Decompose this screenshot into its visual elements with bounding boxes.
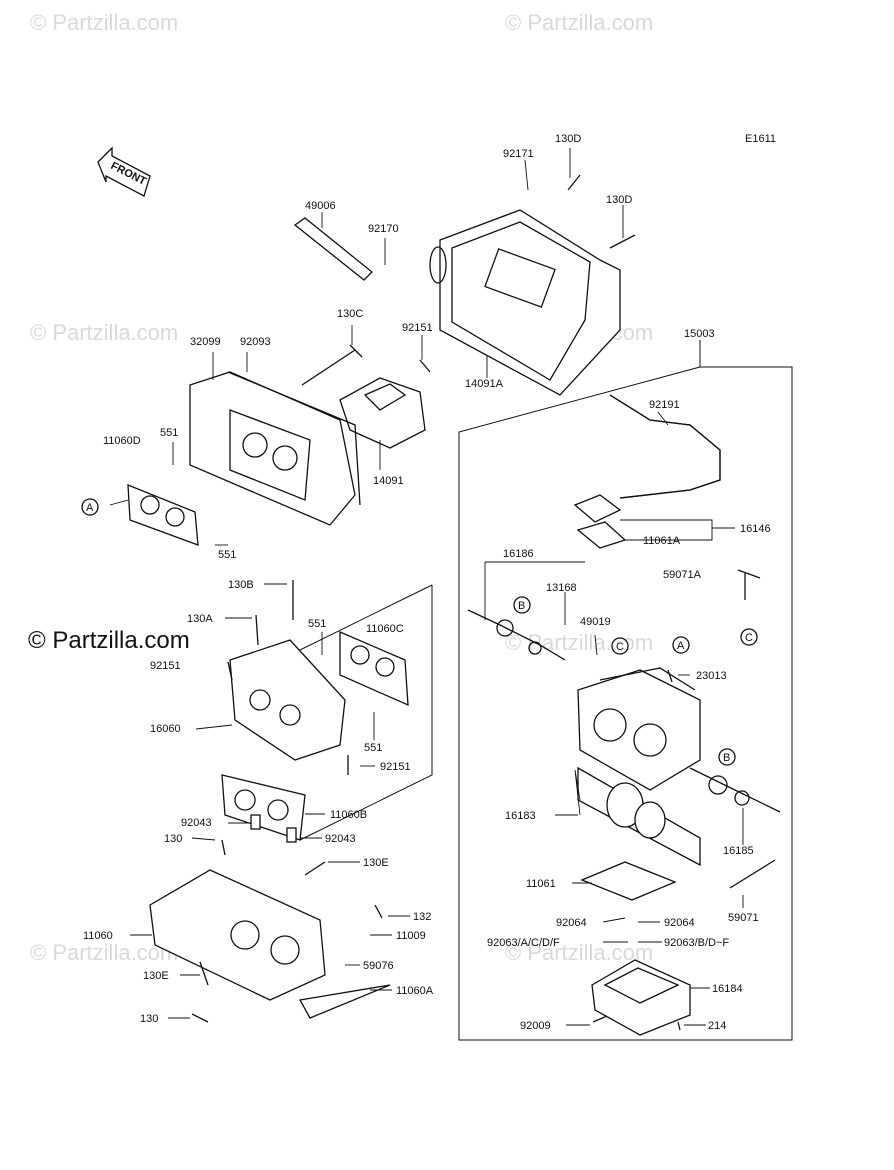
callouts: A B C B C A bbox=[81, 498, 758, 766]
gasket-11060d bbox=[127, 484, 199, 546]
fitting-59071a bbox=[737, 569, 761, 600]
carburetor-body bbox=[577, 667, 701, 791]
part-label[interactable]: 130B bbox=[228, 579, 254, 591]
callout-b: B bbox=[718, 748, 736, 766]
watermark: © Partzilla.com bbox=[505, 10, 653, 35]
watermark-main: © Partzilla.com bbox=[28, 627, 190, 654]
part-label[interactable]: 16186 bbox=[503, 548, 534, 560]
part-label[interactable]: 551 bbox=[160, 427, 178, 439]
callout-b: B bbox=[513, 596, 531, 614]
part-label[interactable]: 130A bbox=[187, 613, 213, 625]
watermark: © Partzilla.com bbox=[30, 320, 178, 345]
part-label[interactable]: 32099 bbox=[190, 336, 221, 348]
watermark: © Partzilla.com bbox=[505, 630, 653, 655]
part-label[interactable]: 11060D bbox=[103, 435, 141, 447]
plate-16146 bbox=[573, 494, 627, 549]
part-label[interactable]: 11009 bbox=[396, 930, 426, 942]
assembly-frames bbox=[299, 340, 793, 1041]
part-label[interactable]: 130E bbox=[363, 857, 389, 869]
part-label[interactable]: 16185 bbox=[723, 845, 754, 857]
part-label[interactable]: 11060 bbox=[83, 930, 113, 942]
lower-manifold bbox=[149, 869, 391, 1019]
leader-lines bbox=[109, 148, 744, 1026]
svg-text:A: A bbox=[86, 502, 94, 514]
part-label[interactable]: 92170 bbox=[368, 223, 399, 235]
watermark: © Partzilla.com bbox=[505, 940, 653, 965]
part-label[interactable]: 11060A bbox=[396, 985, 434, 997]
part-label[interactable]: 13168 bbox=[546, 582, 577, 594]
part-label[interactable]: 49019 bbox=[580, 616, 611, 628]
part-label[interactable]: 92043 bbox=[325, 833, 356, 845]
part-label[interactable]: 11060C bbox=[366, 623, 404, 635]
part-labels: 130D 92171 130D 49006 92170 130C 92151 1… bbox=[83, 133, 771, 1032]
part-label[interactable]: 132 bbox=[413, 911, 431, 923]
part-label[interactable]: 92009 bbox=[520, 1020, 551, 1032]
part-label[interactable]: 92063/B/D~F bbox=[664, 937, 729, 949]
part-label[interactable]: 11060B bbox=[330, 809, 367, 821]
part-label[interactable]: 59076 bbox=[363, 960, 394, 972]
svg-text:C: C bbox=[745, 632, 753, 644]
callout-c: C bbox=[611, 637, 629, 655]
part-label[interactable]: 130E bbox=[143, 970, 169, 982]
part-label[interactable]: 14091 bbox=[373, 475, 404, 487]
part-label[interactable]: 92063/A/C/D/F bbox=[487, 937, 560, 949]
svg-text:C: C bbox=[616, 641, 624, 653]
part-label[interactable]: 59071A bbox=[663, 569, 702, 581]
gasket-11060b bbox=[221, 774, 306, 841]
air-box-cover bbox=[429, 209, 621, 396]
part-label[interactable]: 16184 bbox=[712, 983, 743, 995]
part-label[interactable]: 130 bbox=[164, 833, 182, 845]
float-bowl bbox=[591, 959, 691, 1036]
part-label[interactable]: 11061A bbox=[643, 535, 681, 547]
intake-plenum bbox=[189, 371, 361, 526]
svg-text:A: A bbox=[677, 640, 685, 652]
part-label[interactable]: 551 bbox=[364, 742, 382, 754]
part-label[interactable]: 59071 bbox=[728, 912, 759, 924]
svg-text:B: B bbox=[518, 600, 525, 612]
callout-c: C bbox=[740, 628, 758, 646]
diagram-code: E1611 bbox=[745, 133, 776, 145]
part-label[interactable]: 92043 bbox=[181, 817, 212, 829]
part-label[interactable]: 551 bbox=[218, 549, 236, 561]
part-label[interactable]: 130 bbox=[140, 1013, 158, 1025]
part-label[interactable]: 92093 bbox=[240, 336, 271, 348]
part-label[interactable]: 92151 bbox=[402, 322, 433, 334]
part-label[interactable]: 16146 bbox=[740, 523, 771, 535]
part-label[interactable]: 92151 bbox=[150, 660, 181, 672]
part-label[interactable]: 14091A bbox=[465, 378, 504, 390]
bracket-14091 bbox=[339, 377, 426, 449]
callout-a: A bbox=[672, 636, 690, 654]
part-label[interactable]: 92171 bbox=[503, 148, 534, 160]
part-label[interactable]: 551 bbox=[308, 618, 326, 630]
watermark: © Partzilla.com bbox=[30, 940, 178, 965]
fasteners bbox=[191, 174, 681, 1031]
part-label[interactable]: 130C bbox=[337, 308, 363, 320]
pipe-49006 bbox=[293, 217, 373, 281]
part-label[interactable]: 92191 bbox=[649, 399, 680, 411]
callout-a: A bbox=[81, 498, 99, 516]
front-arrow-icon: FRONT bbox=[97, 146, 151, 197]
gasket-11061 bbox=[580, 861, 677, 901]
part-label[interactable]: 92064 bbox=[664, 917, 695, 929]
linkage-16186 bbox=[467, 609, 566, 661]
part-label[interactable]: 16183 bbox=[505, 810, 536, 822]
part-label[interactable]: 11061 bbox=[526, 878, 556, 890]
rod-59071 bbox=[729, 859, 776, 889]
linkage-16185 bbox=[689, 767, 781, 813]
part-label[interactable]: 16060 bbox=[150, 723, 181, 735]
watermark: © Partzilla.com bbox=[30, 10, 178, 35]
part-label[interactable]: 15003 bbox=[684, 328, 715, 340]
part-label[interactable]: 92151 bbox=[380, 761, 411, 773]
hose-92191 bbox=[609, 394, 721, 499]
manifold-16060 bbox=[229, 639, 346, 761]
part-label[interactable]: 130D bbox=[606, 194, 632, 206]
gasket-11060c bbox=[339, 631, 409, 707]
part-label[interactable]: 214 bbox=[708, 1020, 726, 1032]
svg-text:B: B bbox=[723, 752, 730, 764]
part-label[interactable]: 130D bbox=[555, 133, 581, 145]
part-label[interactable]: 92064 bbox=[556, 917, 587, 929]
part-label[interactable]: 49006 bbox=[305, 200, 336, 212]
part-label[interactable]: 23013 bbox=[696, 670, 727, 682]
